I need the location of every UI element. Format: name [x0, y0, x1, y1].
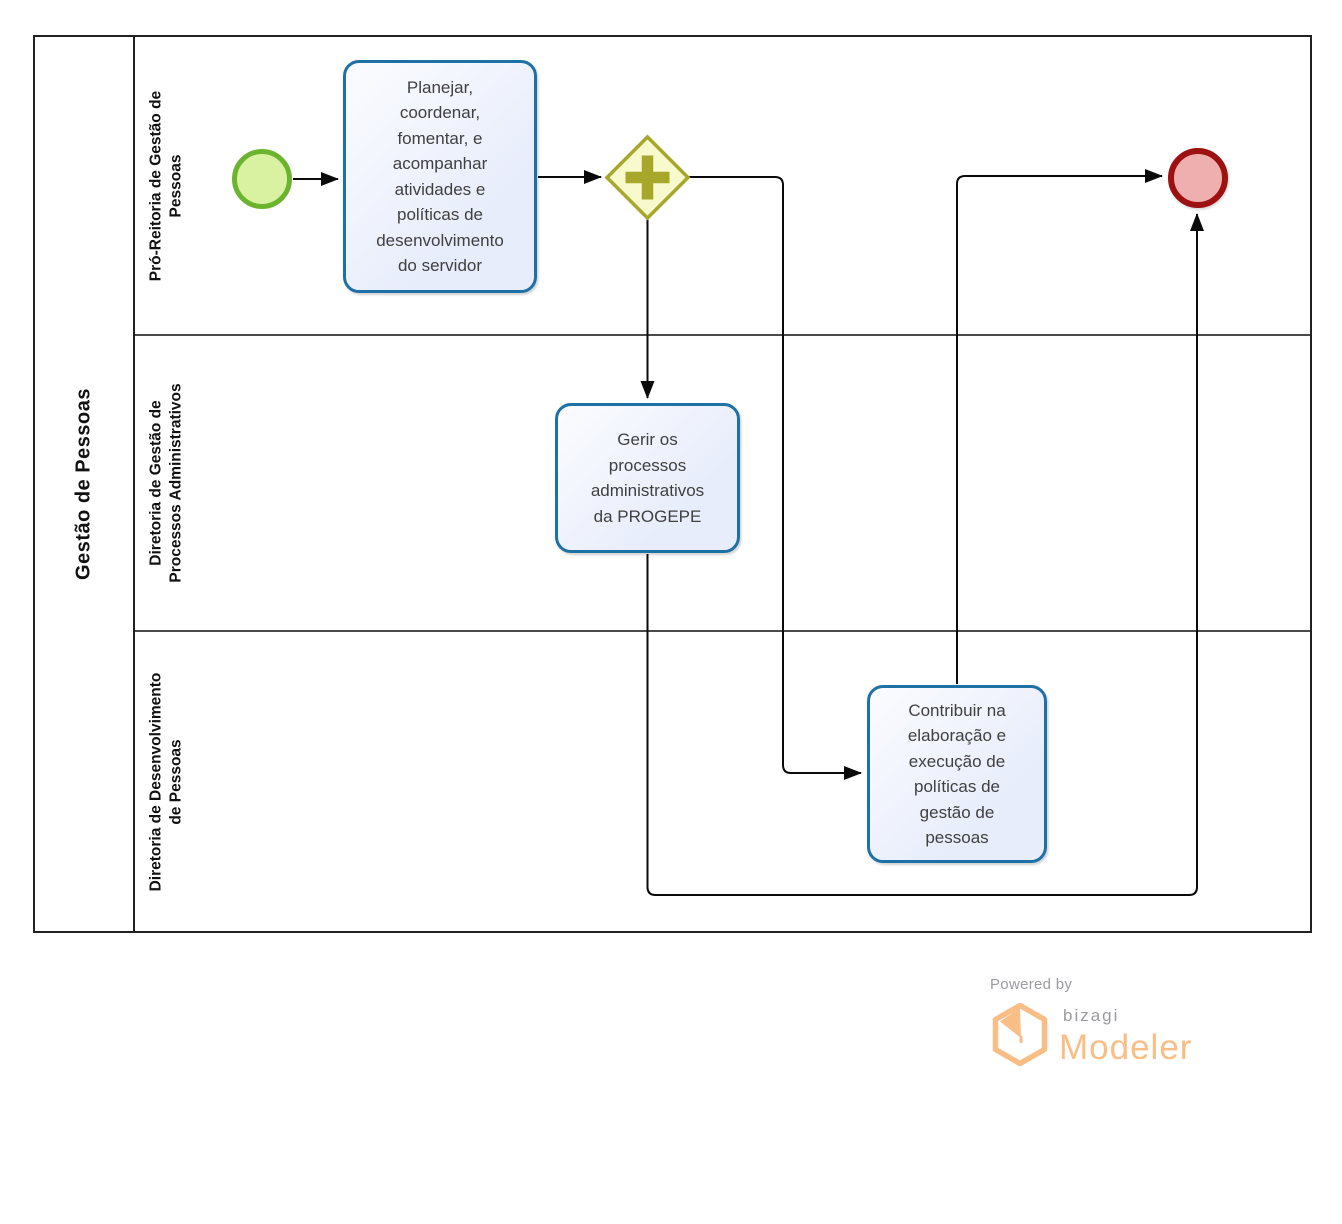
plus-icon [625, 155, 670, 200]
lane-label-box: Pró-Reitoria de Gestão de Pessoas [137, 37, 197, 334]
bizagi-logo-icon[interactable] [992, 1002, 1048, 1068]
task-gerir: Gerir os processos administrativos da PR… [555, 403, 740, 553]
pool-title-band: Gestão de Pessoas [35, 37, 135, 931]
powered-by-label: Powered by [990, 976, 1073, 993]
bizagi-brand-label[interactable]: bizagi [1063, 1006, 1120, 1025]
start-event [232, 149, 292, 209]
lane-pro-reitoria: Pró-Reitoria de Gestão de Pessoas [135, 37, 1310, 334]
task-planejar: Planejar, coordenar, fomentar, e acompan… [343, 60, 537, 293]
lane-label-box: Diretoria de Gestão de Processos Adminis… [137, 336, 197, 630]
pool-title: Gestão de Pessoas [72, 388, 95, 580]
parallel-gateway [604, 134, 691, 221]
end-event [1168, 148, 1228, 208]
task-contribuir: Contribuir na elaboração e execução de p… [867, 685, 1047, 863]
lane-desenvolvimento: Diretoria de Desenvolvimento de Pessoas [135, 630, 1310, 931]
lane-label-box: Diretoria de Desenvolvimento de Pessoas [137, 632, 197, 931]
lane-label-gestao-processos: Diretoria de Gestão de Processos Adminis… [147, 383, 185, 583]
modeler-product-label[interactable]: Modeler [1059, 1028, 1193, 1067]
lane-label-desenvolvimento: Diretoria de Desenvolvimento de Pessoas [147, 672, 185, 891]
lane-label-pro-reitoria: Pró-Reitoria de Gestão de Pessoas [147, 90, 185, 281]
